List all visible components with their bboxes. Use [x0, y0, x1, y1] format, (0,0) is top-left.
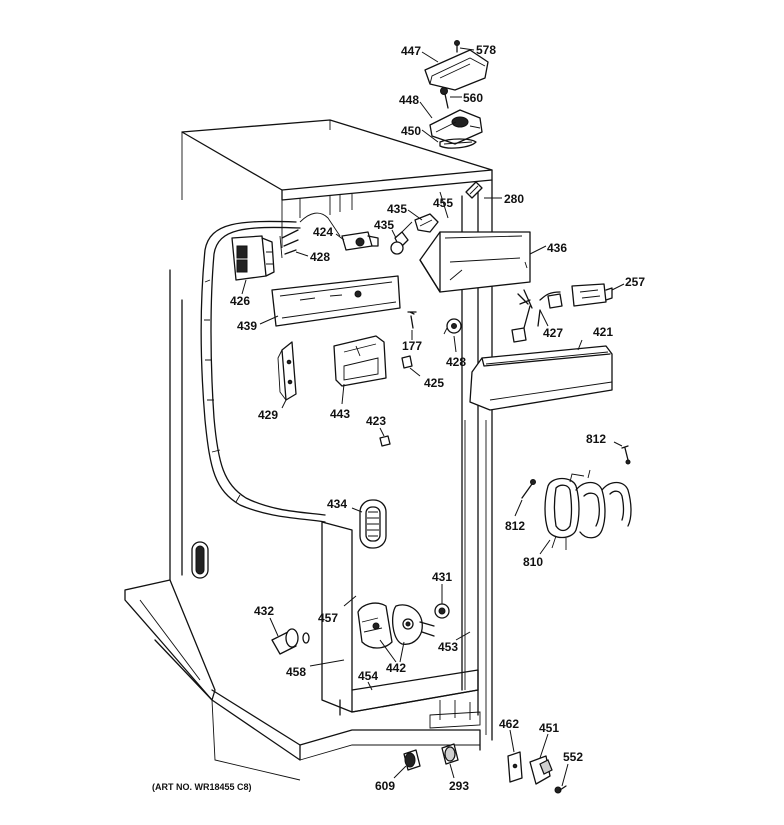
- part-560-screw: [440, 87, 449, 109]
- part-552-screw: [554, 785, 567, 794]
- label-451: 451: [539, 721, 559, 735]
- label-429: 429: [258, 408, 278, 422]
- label-432: 432: [254, 604, 274, 618]
- label-442: 442: [386, 661, 406, 675]
- part-609-roller: [403, 749, 421, 771]
- label-552: 552: [563, 750, 583, 764]
- label-455: 455: [433, 196, 453, 210]
- part-810-defrost-heater: [544, 469, 632, 550]
- part-448-light-socket: [429, 109, 483, 145]
- label-439: 439: [237, 319, 257, 333]
- part-435-bracket: [414, 213, 439, 233]
- part-280-connector: [465, 181, 483, 199]
- label-450: 450: [401, 124, 421, 138]
- label-454: 454: [358, 669, 378, 683]
- label-560: 560: [463, 91, 483, 105]
- cabinet-outline: [124, 119, 493, 781]
- part-425-clip: [401, 355, 413, 369]
- label-293: 293: [449, 779, 469, 793]
- part-436-control-housing: [419, 231, 531, 293]
- part-428-clip: [279, 229, 299, 259]
- part-451-hinge: [529, 755, 553, 785]
- part-812-clip-right: [621, 445, 631, 465]
- part-447-cover: [424, 49, 489, 91]
- part-434-vent-grille: [359, 499, 387, 549]
- part-421-shelf: [469, 345, 613, 411]
- label-578: 578: [476, 43, 496, 57]
- leader-lines: [241, 47, 625, 787]
- label-435-knob: 435: [374, 218, 394, 232]
- part-177-screw: [407, 311, 417, 329]
- label-609: 609: [375, 779, 395, 793]
- part-431-nut: [434, 603, 450, 619]
- label-257: 257: [625, 275, 645, 289]
- label-427: 427: [543, 326, 563, 340]
- label-457: 457: [318, 611, 338, 625]
- label-424: 424: [313, 225, 333, 239]
- label-453: 453: [438, 640, 458, 654]
- label-428-damper: 428: [446, 355, 466, 369]
- part-293-roller: [441, 743, 459, 765]
- part-426-switch: [231, 235, 275, 281]
- label-428-left: 428: [310, 250, 330, 264]
- label-812-left: 812: [505, 519, 525, 533]
- part-812-clip-left: [521, 479, 536, 499]
- part-428-damper: [443, 318, 462, 335]
- part-424-thermostat: [299, 212, 379, 251]
- label-177: 177: [402, 339, 422, 353]
- part-435-knob: [390, 221, 413, 255]
- label-443: 443: [330, 407, 350, 421]
- label-425: 425: [424, 376, 444, 390]
- part-578-screw: [454, 40, 460, 53]
- label-458: 458: [286, 665, 306, 679]
- label-280: 280: [504, 192, 524, 206]
- label-812-right: 812: [586, 432, 606, 446]
- label-810: 810: [523, 555, 543, 569]
- wire-harness: [200, 220, 326, 523]
- part-423-fastener: [379, 435, 391, 447]
- part-442-fan-motor: [357, 602, 435, 649]
- part-labels: 578 447 448 560 450 280 455 435 435 424 …: [230, 43, 645, 793]
- label-434: 434: [327, 497, 347, 511]
- part-439-bracket: [271, 275, 401, 327]
- part-427-wire-connector: [511, 289, 563, 343]
- label-436: 436: [547, 241, 567, 255]
- label-431: 431: [432, 570, 452, 584]
- part-450-clip: [439, 138, 477, 149]
- part-443-cover-plate: [333, 335, 387, 387]
- part-462-bracket: [507, 751, 523, 783]
- part-257-timer: [571, 283, 613, 307]
- label-447: 447: [401, 44, 421, 58]
- part-429-bracket: [277, 341, 297, 401]
- label-421: 421: [593, 325, 613, 339]
- label-448: 448: [399, 93, 419, 107]
- part-432-bushing: [271, 628, 310, 655]
- art-number-caption: (ART NO. WR18455 C8): [152, 782, 252, 792]
- label-462: 462: [499, 717, 519, 731]
- label-426: 426: [230, 294, 250, 308]
- label-435-top: 435: [387, 202, 407, 216]
- label-423: 423: [366, 414, 386, 428]
